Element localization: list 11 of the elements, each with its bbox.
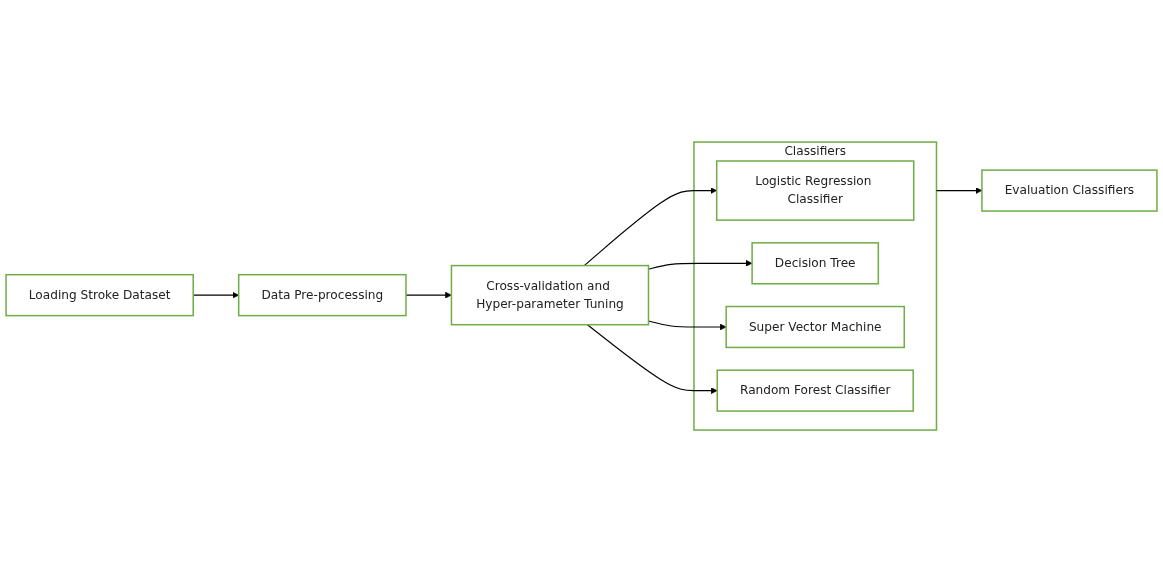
node-box: Evaluation Classifiers — [981, 169, 1158, 213]
arrow — [586, 324, 718, 395]
node-box: Random Forest Classifier — [716, 369, 914, 413]
node-box: Data Pre-processing — [237, 274, 407, 317]
node-box: Cross-validation and Hyper-parameter Tuning — [450, 265, 650, 326]
arrow — [583, 187, 717, 267]
arrow — [405, 292, 452, 299]
node-box: Loading Stroke Dataset — [5, 274, 194, 317]
node-box: Logistic Regression Classifier — [715, 160, 915, 222]
node-box: Super Vector Machine — [725, 306, 906, 349]
node-box: Decision Tree — [751, 242, 880, 285]
